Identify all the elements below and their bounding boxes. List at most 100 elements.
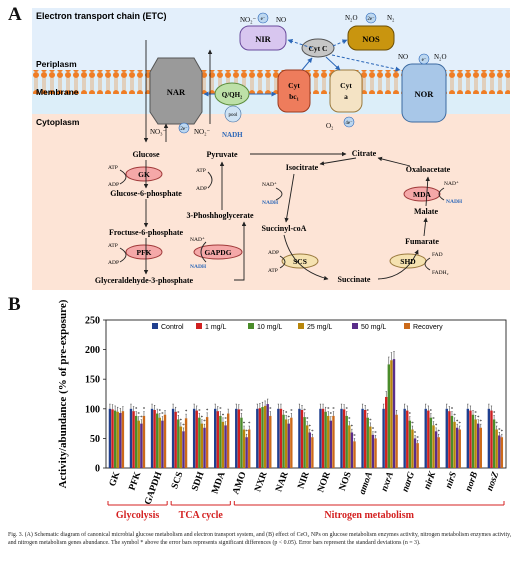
significance-norB-4: * — [477, 416, 480, 421]
fadh2-shd: FADH₂ — [432, 270, 449, 276]
significance-SDH-4: * — [203, 420, 206, 425]
x-tick-label-12: amoA — [358, 471, 375, 496]
bar-narG-3 — [411, 429, 414, 468]
bar-nosZ-3 — [495, 429, 498, 468]
significance-AMO-2: * — [240, 409, 243, 414]
group-label-1: TCA cycle — [179, 510, 224, 521]
bar-NAR-5 — [290, 417, 293, 468]
group-label-2: Nitrogen metabolism — [324, 510, 414, 521]
bar-GK-1 — [111, 409, 114, 468]
bar-norB-5 — [479, 427, 483, 468]
bar-NAR-1 — [279, 408, 283, 468]
electron-cyta-label: 4e⁻ — [345, 121, 353, 126]
bar-nxrA-5 — [395, 414, 398, 468]
y-tick-label-0: 0 — [95, 464, 100, 475]
significance-nirK-2: * — [430, 409, 433, 414]
bar-SCS-1 — [174, 411, 177, 468]
no2-top-label: NO₂⁻ — [240, 16, 257, 24]
nor-label: NOR — [415, 89, 435, 99]
cytoplasm-label: Cytoplasm — [36, 117, 80, 127]
bar-nosZ-1 — [490, 410, 493, 468]
significance-amoA-5: * — [374, 431, 377, 436]
bar-NOS-2 — [345, 415, 348, 468]
bar-nxrA-4 — [392, 359, 396, 468]
bar-SCS-2 — [177, 419, 180, 468]
nir-label: NIR — [255, 34, 271, 44]
bar-norB-3 — [474, 419, 477, 468]
significance-AMO-4: * — [245, 430, 248, 435]
bar-SDH-0 — [192, 408, 196, 468]
cytoplasm-region — [32, 114, 510, 290]
electron-nar — [178, 122, 190, 134]
malate-label: Malate — [414, 207, 438, 216]
significance-NOS-3: * — [348, 418, 351, 423]
electron-nir — [257, 12, 269, 24]
cytc-label: Cyt C — [309, 44, 328, 53]
scs-enzyme — [281, 253, 319, 269]
figure-caption: Fig. 3. (A) Schematic diagram of canonic… — [8, 532, 512, 547]
bar-amoA-5 — [374, 438, 377, 468]
bar-SDH-4 — [203, 427, 206, 468]
electron-cyta — [343, 116, 355, 128]
significance-narG-2: * — [409, 413, 412, 418]
significance-MDA-3: * — [222, 414, 225, 419]
electron-nir-label: e⁻ — [261, 17, 266, 22]
legend-swatch-0 — [152, 323, 158, 329]
cytc-enzyme — [301, 38, 335, 58]
bar-nxrA-1 — [385, 396, 388, 468]
adp-scs: ADP — [268, 250, 279, 256]
significance-nirK-3: * — [432, 418, 435, 423]
bar-amoA-3 — [369, 426, 372, 468]
bar-MDA-1 — [216, 411, 219, 468]
bar-nosZ-0 — [487, 408, 491, 468]
fad-shd: FAD — [432, 252, 443, 258]
significance-GAPDH-4: * — [161, 413, 164, 418]
pfk-label: PFK — [137, 248, 152, 257]
bar-norB-1 — [469, 410, 472, 468]
significance-PFK-3: * — [138, 413, 141, 418]
bar-AMO-4 — [245, 437, 248, 468]
y-tick-label-5: 250 — [85, 316, 100, 327]
significance-nosZ-2: * — [493, 411, 496, 416]
bar-GAPDH-1 — [153, 409, 156, 468]
bar-nirK-3 — [432, 425, 435, 468]
cytbc1-enzyme — [277, 69, 311, 113]
significance-amoA-4: * — [372, 428, 375, 433]
nar-enzyme — [149, 57, 203, 125]
bar-amoA-1 — [363, 409, 367, 468]
bar-AMO-3 — [242, 429, 246, 468]
bar-SCS-3 — [179, 426, 183, 468]
legend-swatch-2 — [248, 323, 254, 329]
significance-narG-5: * — [416, 436, 419, 441]
significance-NIR-4: * — [309, 425, 312, 430]
bar-SCS-5 — [184, 418, 188, 468]
significance-PFK-2: * — [135, 408, 138, 413]
y-tick-label-2: 100 — [85, 404, 100, 415]
y-tick-label-3: 150 — [85, 375, 100, 386]
bar-MDA-5 — [226, 413, 230, 468]
significance-nirS-2: * — [451, 408, 454, 413]
legend-label-3: 25 mg/L — [307, 324, 332, 331]
bar-nirK-1 — [427, 410, 430, 468]
bar-NIR-2 — [303, 417, 306, 468]
electron-nos — [365, 12, 377, 24]
significance-NOS-2: * — [345, 408, 348, 413]
bar-GAPDH-3 — [158, 417, 162, 468]
significance-GAPDH-3: * — [159, 409, 162, 414]
bar-GAPDH-4 — [161, 420, 164, 468]
nadh-etc-label: NADH — [222, 131, 243, 139]
significance-NIR-5: * — [311, 430, 314, 435]
cyta-enzyme — [329, 69, 363, 113]
bar-narG-1 — [406, 410, 409, 468]
no3-label: NO₃⁻ — [150, 128, 167, 136]
bar-amoA-2 — [366, 417, 369, 468]
significance-nosZ-4: * — [498, 428, 501, 433]
f6p-label: Froctuse-6-phosphate — [109, 228, 184, 237]
n2o-top-label: N₂O — [345, 14, 358, 22]
o2-label: O₂ — [326, 122, 334, 130]
bar-nosZ-5 — [500, 437, 504, 468]
significance-NAR-5: * — [290, 409, 293, 414]
bar-nirS-0 — [445, 408, 448, 468]
bar-GK-0 — [108, 408, 112, 468]
